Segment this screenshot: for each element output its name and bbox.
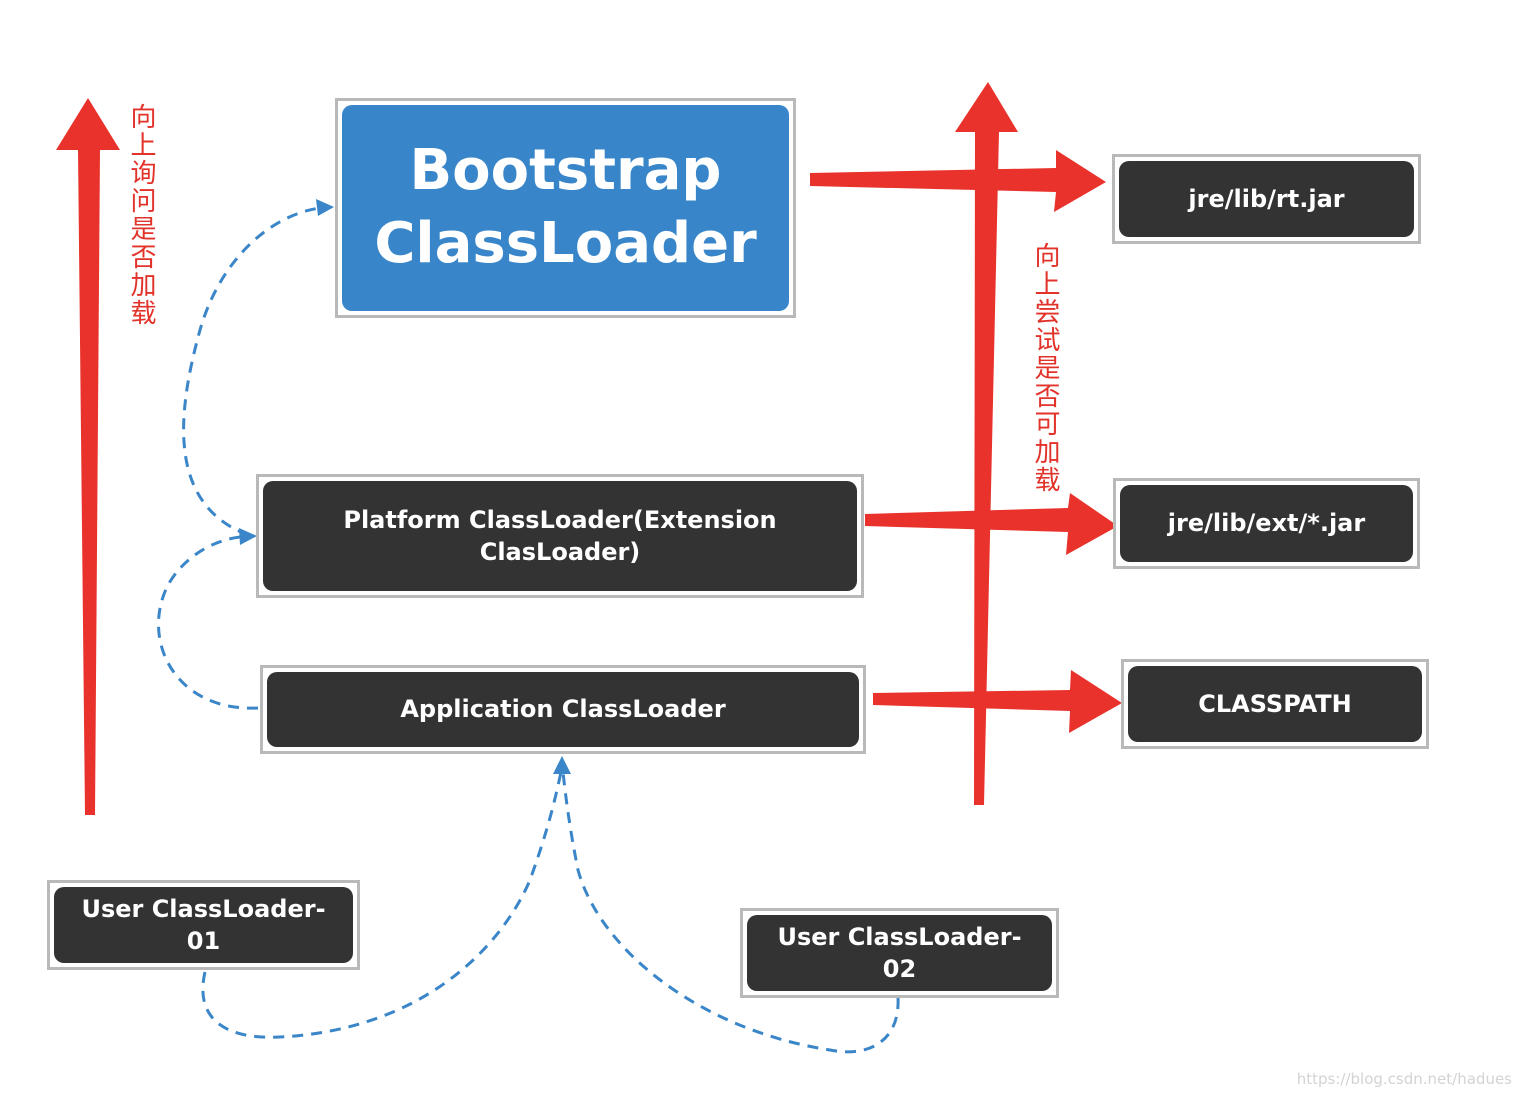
platform-classloader-node: Platform ClassLoader(Extension ClasLoade…: [256, 474, 864, 598]
extjar-label: jre/lib/ext/*.jar: [1167, 509, 1366, 538]
user02-label: User ClassLoader-02: [777, 922, 1022, 983]
user-classloader-01-node: User ClassLoader-01: [47, 880, 360, 970]
user02-to-application-dashed: [561, 771, 900, 1054]
platform-line2: ClasLoader): [479, 538, 641, 566]
ask-parent-arrow: [56, 98, 120, 815]
application-label: Application ClassLoader: [400, 695, 726, 724]
user01-label: User ClassLoader-01: [81, 894, 326, 955]
classpath-node: CLASSPATH: [1121, 659, 1429, 749]
application-arrowhead: [553, 756, 571, 774]
user01-to-application-dashed: [201, 771, 563, 1039]
application-to-classpath-arrow: [873, 670, 1122, 733]
rtjar-label: jre/lib/rt.jar: [1188, 184, 1345, 213]
user-classloader-02-node: User ClassLoader-02: [740, 908, 1059, 998]
watermark: https://blog.csdn.net/hadues: [1296, 1070, 1512, 1088]
try-parent-arrow: [955, 82, 1018, 805]
application-to-platform-dashed: [157, 535, 259, 710]
platform-to-extjar-arrow: [865, 493, 1118, 555]
ask-parent-label: 向上询问是否加载: [126, 103, 156, 327]
platform-to-bootstrap-dashed: [182, 206, 321, 537]
bootstrap-arrowhead: [316, 199, 334, 216]
platform-line1: Platform ClassLoader(Extension: [343, 505, 777, 534]
bootstrap-classloader-node: Bootstrap ClassLoader: [335, 98, 796, 318]
ext-jar-node: jre/lib/ext/*.jar: [1113, 478, 1420, 569]
platform-arrowhead: [239, 528, 257, 545]
bootstrap-line2: ClassLoader: [374, 211, 757, 276]
application-classloader-node: Application ClassLoader: [260, 665, 866, 754]
classpath-label: CLASSPATH: [1198, 689, 1352, 718]
bootstrap-to-rtjar-arrow: [810, 150, 1106, 212]
rt-jar-node: jre/lib/rt.jar: [1112, 154, 1421, 244]
try-parent-label: 向上尝试是否可加载: [1030, 242, 1060, 494]
bootstrap-line1: Bootstrap: [409, 138, 722, 204]
